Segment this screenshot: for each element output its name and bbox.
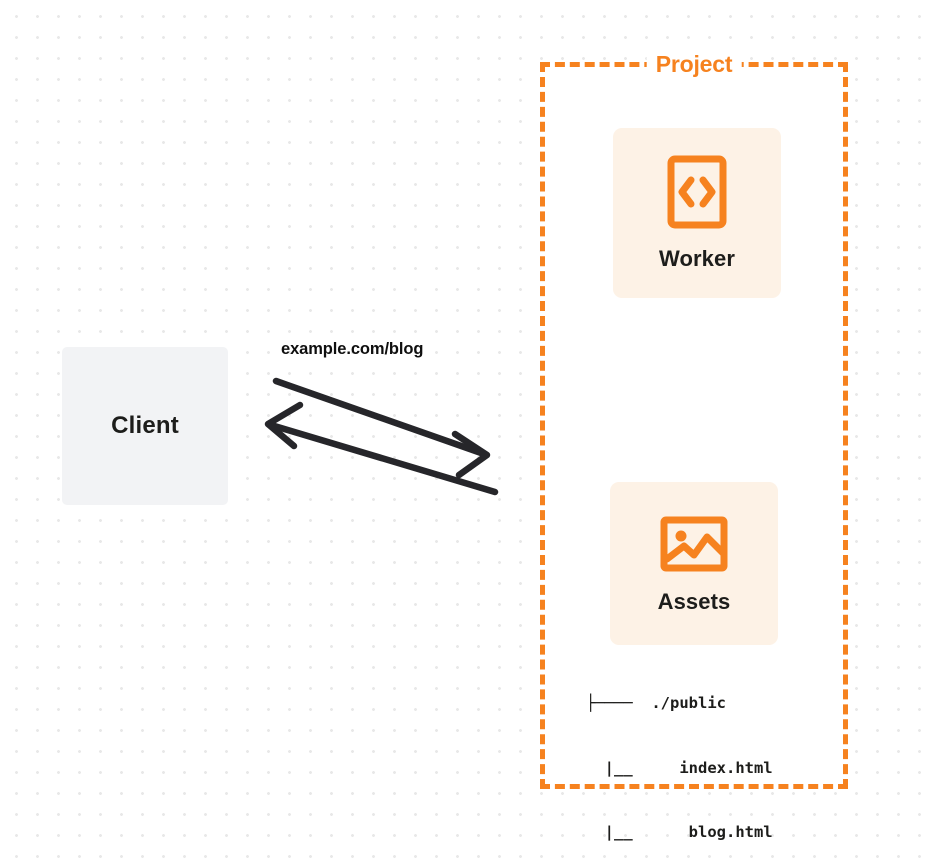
client-node[interactable]: Client [62,347,228,505]
file-tree-prefix: |__ [586,758,652,777]
client-label: Client [111,412,179,439]
file-tree-row: |__ index.html [586,758,773,780]
image-icon [659,513,729,575]
connection-url-label: example.com/blog [281,340,424,358]
assets-node[interactable]: Assets [610,482,778,645]
response-arrow [264,401,499,496]
assets-file-tree: ├──── ./public |__ index.html |__ blog.h… [586,650,773,860]
code-file-icon [666,154,728,230]
file-tree-label: index.html [651,758,773,777]
worker-node[interactable]: Worker [613,128,781,298]
file-tree-row: ├──── ./public [586,693,773,715]
file-tree-label: ./public [651,694,726,712]
file-tree-prefix: ├──── [586,694,652,712]
worker-label: Worker [659,246,735,271]
assets-label: Assets [657,588,731,614]
project-title: Project [646,51,742,78]
request-arrow [272,377,491,479]
file-tree-prefix: |__ [586,823,652,841]
file-tree-label: blog.html [651,823,773,841]
file-tree-row: |__ blog.html [586,822,773,844]
